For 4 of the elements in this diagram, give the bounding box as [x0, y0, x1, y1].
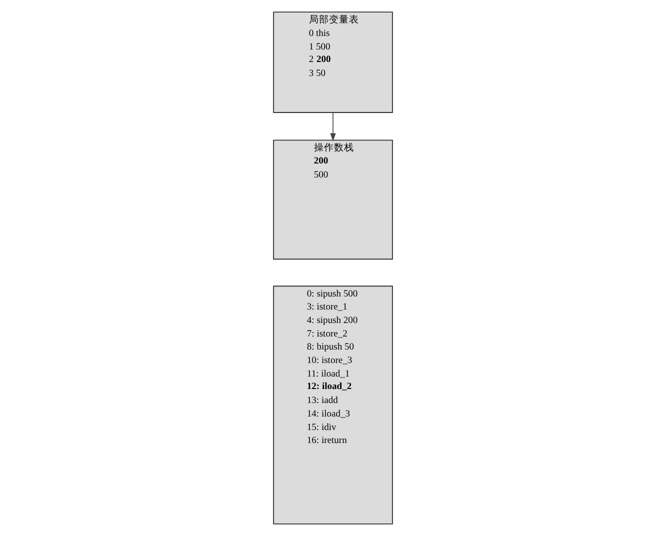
node-box: 操作数栈 200 500 — [273, 140, 393, 260]
node-box: 0: sipush 500 3: istore_1 4: sipush 200 7: istore_2 8: bipush 50 10: istore_3 11: iload_1 12: iload_2 13: iadd 14: iload_3 15: idiv 16: ireturn — [273, 286, 393, 524]
node-box: 局部变量表 0 this 1 500 2 200 3 50 — [273, 12, 393, 113]
arrow — [330, 112, 336, 142]
